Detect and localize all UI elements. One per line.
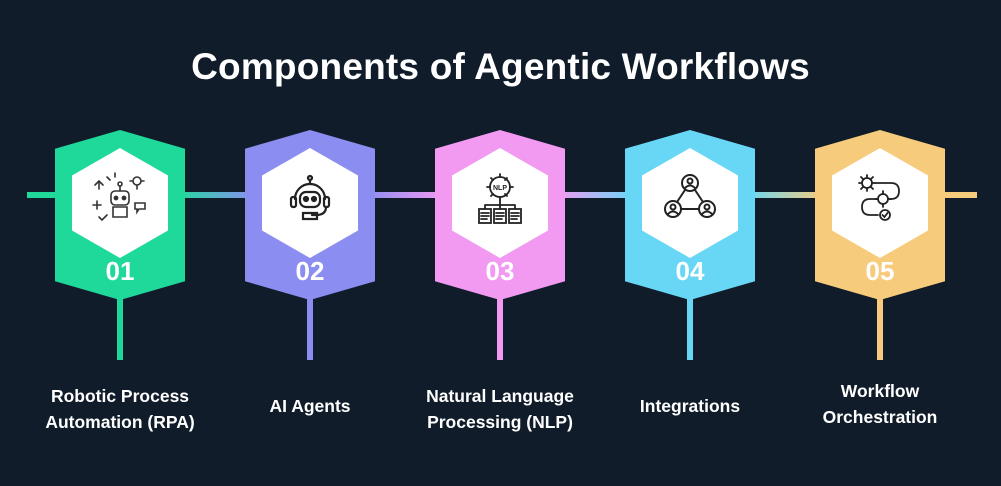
ai-agent-headset-icon: [275, 165, 345, 235]
step-label-orchestration: Workflow Orchestration: [780, 378, 980, 430]
step-label-ai-agents: AI Agents: [210, 393, 410, 419]
stem-line: [687, 298, 693, 360]
stem-line: [497, 298, 503, 360]
step-number: 05: [865, 256, 895, 286]
svg-text:NLP: NLP: [493, 185, 507, 192]
step-03: NLP 03: [435, 130, 565, 360]
step-01: 01: [55, 130, 185, 360]
step-number: 01: [105, 256, 135, 286]
label-line: Workflow: [840, 381, 920, 401]
step-number: 04: [675, 256, 705, 286]
connector-bar: [555, 192, 635, 198]
step-label-rpa: Robotic Process Automation (RPA): [20, 383, 220, 435]
step-number: 02: [295, 256, 325, 286]
workflow-gears-icon: [845, 165, 915, 235]
stem-line: [877, 298, 883, 360]
connector-bar: [745, 192, 825, 198]
page-title: Components of Agentic Workflows: [191, 46, 810, 87]
stem-line: [307, 298, 313, 360]
step-label-nlp: Natural Language Processing (NLP): [400, 383, 600, 435]
step-05: 05: [815, 130, 945, 360]
connector-bar: [175, 192, 255, 198]
connector-bar: [365, 192, 445, 198]
label-line: Processing (NLP): [427, 412, 573, 432]
connector-bar: [915, 192, 977, 198]
step-04: 04: [625, 130, 755, 360]
label-line: AI Agents: [269, 396, 351, 416]
label-line: Robotic Process: [50, 386, 190, 406]
label-line: Integrations: [639, 396, 741, 416]
nlp-documents-icon: NLP: [465, 165, 535, 235]
step-number: 03: [485, 256, 515, 286]
robot-automation-icon: [85, 165, 155, 235]
label-line: Natural Language: [426, 386, 574, 406]
step-label-integrations: Integrations: [590, 393, 790, 419]
stem-line: [117, 298, 123, 360]
label-line: Automation (RPA): [45, 412, 195, 432]
network-people-icon: [655, 165, 725, 235]
label-line: Orchestration: [822, 407, 938, 427]
step-02: 02: [245, 130, 375, 360]
